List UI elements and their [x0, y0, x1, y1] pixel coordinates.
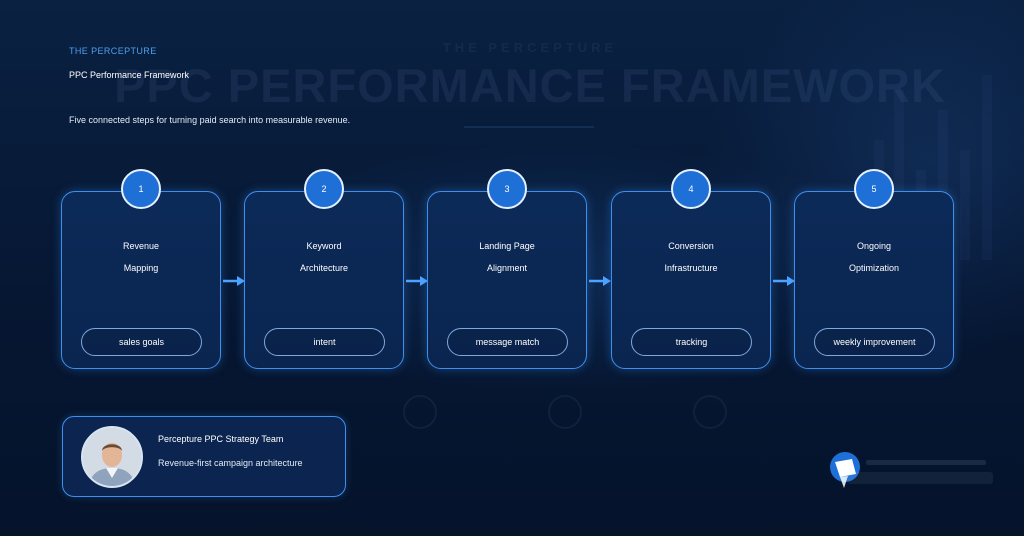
arrow-right-icon — [589, 276, 611, 286]
step-title-line-1: Keyword — [306, 241, 342, 251]
avatar — [81, 426, 143, 488]
step-title-line-1: Ongoing — [856, 241, 892, 251]
step-card-1: 1 Revenue Mapping sales goals — [61, 169, 221, 369]
watermark-kicker: THE PERCEPTURE — [442, 40, 618, 55]
percepture-logo — [828, 450, 998, 500]
step-title-line-2: Infrastructure — [664, 263, 718, 273]
arrow-right-icon — [773, 276, 795, 286]
brand-kicker: THE PERCEPTURE — [69, 46, 157, 56]
page-subtitle: Five connected steps for turning paid se… — [69, 115, 351, 125]
watermark-divider — [464, 126, 594, 128]
step-title-line-2: Alignment — [486, 263, 528, 273]
step-number-badge: 1 — [121, 169, 161, 209]
arrow-right-icon — [223, 276, 245, 286]
step-tag-pill: tracking — [631, 328, 752, 356]
faint-target-icon — [548, 395, 582, 429]
step-title-line-1: Landing Page — [479, 241, 535, 251]
step-tag-pill: weekly improvement — [814, 328, 935, 356]
team-name: Percepture PPC Strategy Team — [158, 434, 284, 444]
step-title-line-2: Architecture — [299, 263, 349, 273]
step-card-4: 4 Conversion Infrastructure tracking — [611, 169, 771, 369]
step-tag-pill: intent — [264, 328, 385, 356]
step-number-badge: 2 — [304, 169, 344, 209]
step-title-line-1: Conversion — [668, 241, 714, 251]
step-card-5: 5 Ongoing Optimization weekly improvemen… — [794, 169, 954, 369]
step-title-line-2: Optimization — [848, 263, 900, 273]
step-card-2: 2 Keyword Architecture intent — [244, 169, 404, 369]
step-number-badge: 4 — [671, 169, 711, 209]
arrow-right-icon — [406, 276, 428, 286]
step-number-badge: 5 — [854, 169, 894, 209]
faint-dollar-icon — [693, 395, 727, 429]
step-number-badge: 3 — [487, 169, 527, 209]
team-card: Percepture PPC Strategy Team Revenue-fir… — [62, 416, 346, 497]
page-title: PPC Performance Framework — [69, 70, 190, 80]
faint-chart-icon — [403, 395, 437, 429]
team-description: Revenue-first campaign architecture — [158, 458, 303, 468]
background-stats-decoration — [350, 395, 780, 495]
step-title-line-1: Revenue — [122, 241, 160, 251]
watermark-title: PPC PERFORMANCE FRAMEWORK — [114, 59, 946, 112]
step-card-3: 3 Landing Page Alignment message match — [427, 169, 587, 369]
step-tag-pill: message match — [447, 328, 568, 356]
step-tag-pill: sales goals — [81, 328, 202, 356]
step-title-line-2: Mapping — [123, 263, 159, 273]
